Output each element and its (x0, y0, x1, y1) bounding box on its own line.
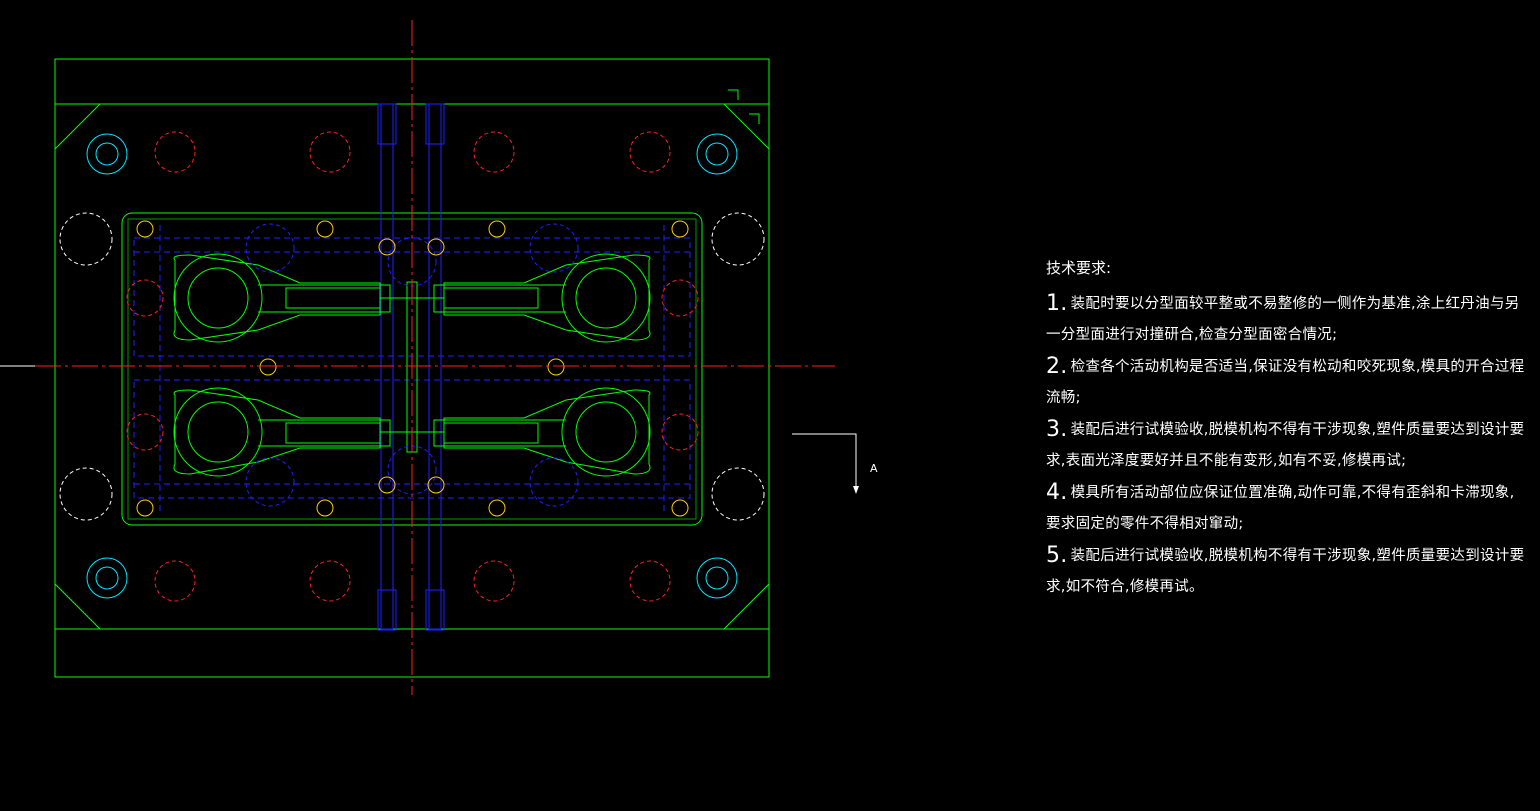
technical-requirements: 技术要求: 1.装配时要以分型面较平整或不易整修的一侧作为基准,涂上红丹油与另一… (1046, 257, 1526, 603)
corner-mark (728, 89, 760, 124)
guide-pins (86, 133, 738, 599)
part-cavities (173, 253, 651, 477)
requirement-item: 4.模具所有活动部位应保证位置准确,动作可靠,不得有歪斜和卡滞现象,要求固定的零… (1046, 480, 1515, 532)
technical-requirements-title: 技术要求: (1046, 259, 1112, 277)
inner-plate-outline (54, 103, 770, 630)
centerlines (35, 20, 835, 695)
requirement-item: 2.检查各个活动机构是否适当,保证没有松动和咬死现象,模具的开合过程流畅; (1046, 354, 1525, 406)
pin-circles (59, 131, 765, 602)
requirement-item: 5.装配后进行试模验收,脱模机构不得有干涉现象,塑件质量要达到设计要求,如不符合… (1046, 543, 1525, 595)
section-arrow (792, 433, 857, 490)
ejector-rods (377, 103, 445, 631)
requirement-item: 3.装配后进行试模验收,脱模机构不得有干涉现象,塑件质量要达到设计要求,表面光泽… (1046, 417, 1525, 469)
requirement-item: 1.装配时要以分型面较平整或不易整修的一侧作为基准,涂上红丹油与另一分型面进行对… (1046, 291, 1520, 343)
section-label-a: A (870, 462, 878, 475)
section-arrowhead (853, 486, 859, 494)
screw-holes (136, 220, 689, 517)
